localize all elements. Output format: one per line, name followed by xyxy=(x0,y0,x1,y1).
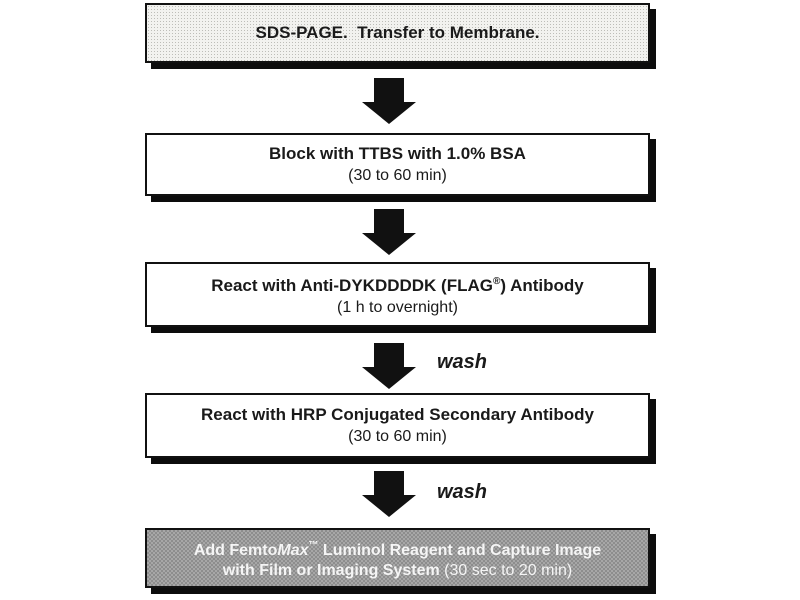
step-box-primary-antibody: React with Anti-DYKDDDDK (FLAG®) Antibod… xyxy=(145,262,650,327)
down-arrow-icon xyxy=(362,343,416,389)
registered-trademark-symbol: ® xyxy=(492,275,501,287)
step-box-block: Block with TTBS with 1.0% BSA (30 to 60 … xyxy=(145,133,650,196)
step-label: React with HRP Conjugated Secondary Anti… xyxy=(201,404,594,424)
step-label: React with Anti-DYKDDDDK (FLAG®) Antibod… xyxy=(211,275,584,295)
wash-label: wash xyxy=(437,481,488,503)
step-duration: (1 h to overnight) xyxy=(337,298,458,316)
step-box-luminol-detection: Add FemtoMax™ Luminol Reagent and Captur… xyxy=(145,528,650,588)
step-label-line2: with Film or Imaging System (30 sec to 2… xyxy=(222,561,573,579)
wash-label: wash xyxy=(437,351,488,373)
step-label: Block with TTBS with 1.0% BSA xyxy=(269,143,526,163)
down-arrow-icon xyxy=(362,209,416,255)
step-duration: (30 to 60 min) xyxy=(348,166,447,184)
product-name-italic: Max xyxy=(277,541,309,559)
step-duration: (30 to 60 min) xyxy=(348,427,447,445)
step-label: SDS-PAGE. Transfer to Membrane. xyxy=(255,23,540,42)
step-label-line1: Add FemtoMax™ Luminol Reagent and Captur… xyxy=(193,539,602,559)
step-box-sds-page: SDS-PAGE. Transfer to Membrane. xyxy=(145,3,650,63)
down-arrow-icon xyxy=(362,471,416,517)
step-box-secondary-antibody: React with HRP Conjugated Secondary Anti… xyxy=(145,393,650,458)
trademark-symbol: ™ xyxy=(308,539,319,551)
down-arrow-icon xyxy=(362,78,416,124)
